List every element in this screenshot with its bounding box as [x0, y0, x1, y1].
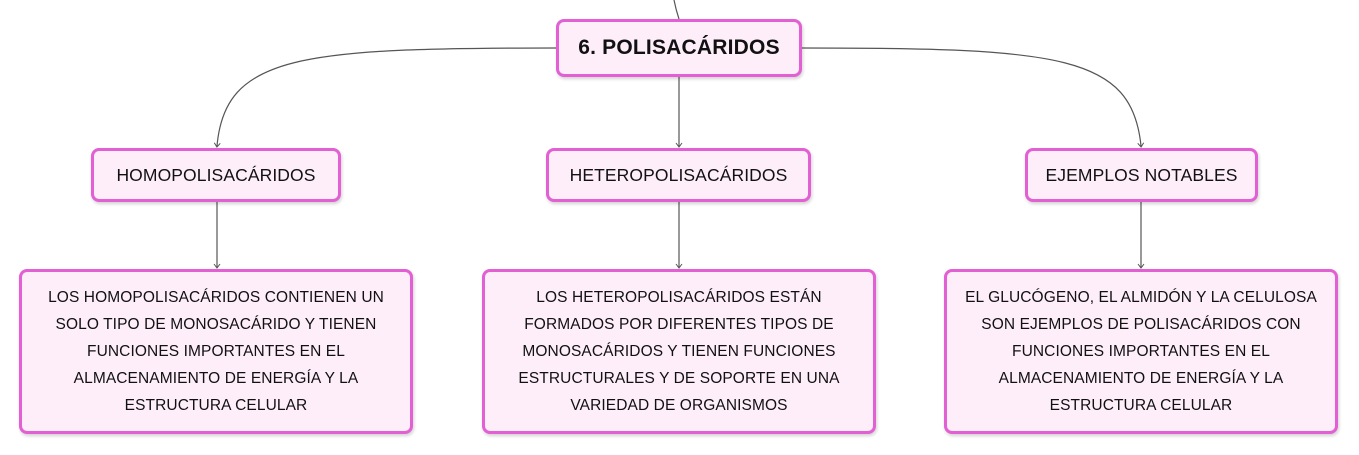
topic-node-ejemplos-notables[interactable]: EJEMPLOS NOTABLES — [1025, 148, 1258, 202]
topic-node-heteropolisacaridos[interactable]: HETEROPOLISACÁRIDOS — [546, 148, 811, 202]
topic-node-homopolisacaridos[interactable]: HOMOPOLISACÁRIDOS — [91, 148, 341, 202]
root-node-label: 6. POLISACÁRIDOS — [578, 36, 780, 59]
topic-node-label: HETEROPOLISACÁRIDOS — [569, 164, 788, 185]
description-text: LOS HOMOPOLISACÁRIDOS CONTIENEN UN SOLO … — [48, 289, 384, 414]
description-text: LOS HETEROPOLISACÁRIDOS ESTÁN FORMADOS P… — [518, 289, 840, 414]
topic-node-label: HOMOPOLISACÁRIDOS — [116, 164, 316, 185]
topic-node-label: EJEMPLOS NOTABLES — [1045, 164, 1238, 185]
description-node-heteropolisacaridos[interactable]: LOS HETEROPOLISACÁRIDOS ESTÁN FORMADOS P… — [482, 269, 876, 434]
connector-root-to-ejemplos — [801, 47, 1145, 148]
root-node-polisacaridos[interactable]: 6. POLISACÁRIDOS — [556, 19, 802, 77]
description-node-homopolisacaridos[interactable]: LOS HOMOPOLISACÁRIDOS CONTIENEN UN SOLO … — [19, 269, 413, 434]
description-text: EL GLUCÓGENO, EL ALMIDÓN Y LA CELULOSA S… — [965, 289, 1317, 414]
connector-from-parent — [673, 0, 680, 20]
description-node-ejemplos-notables[interactable]: EL GLUCÓGENO, EL ALMIDÓN Y LA CELULOSA S… — [944, 269, 1338, 434]
connector-root-to-homopolisacaridos — [213, 47, 557, 148]
